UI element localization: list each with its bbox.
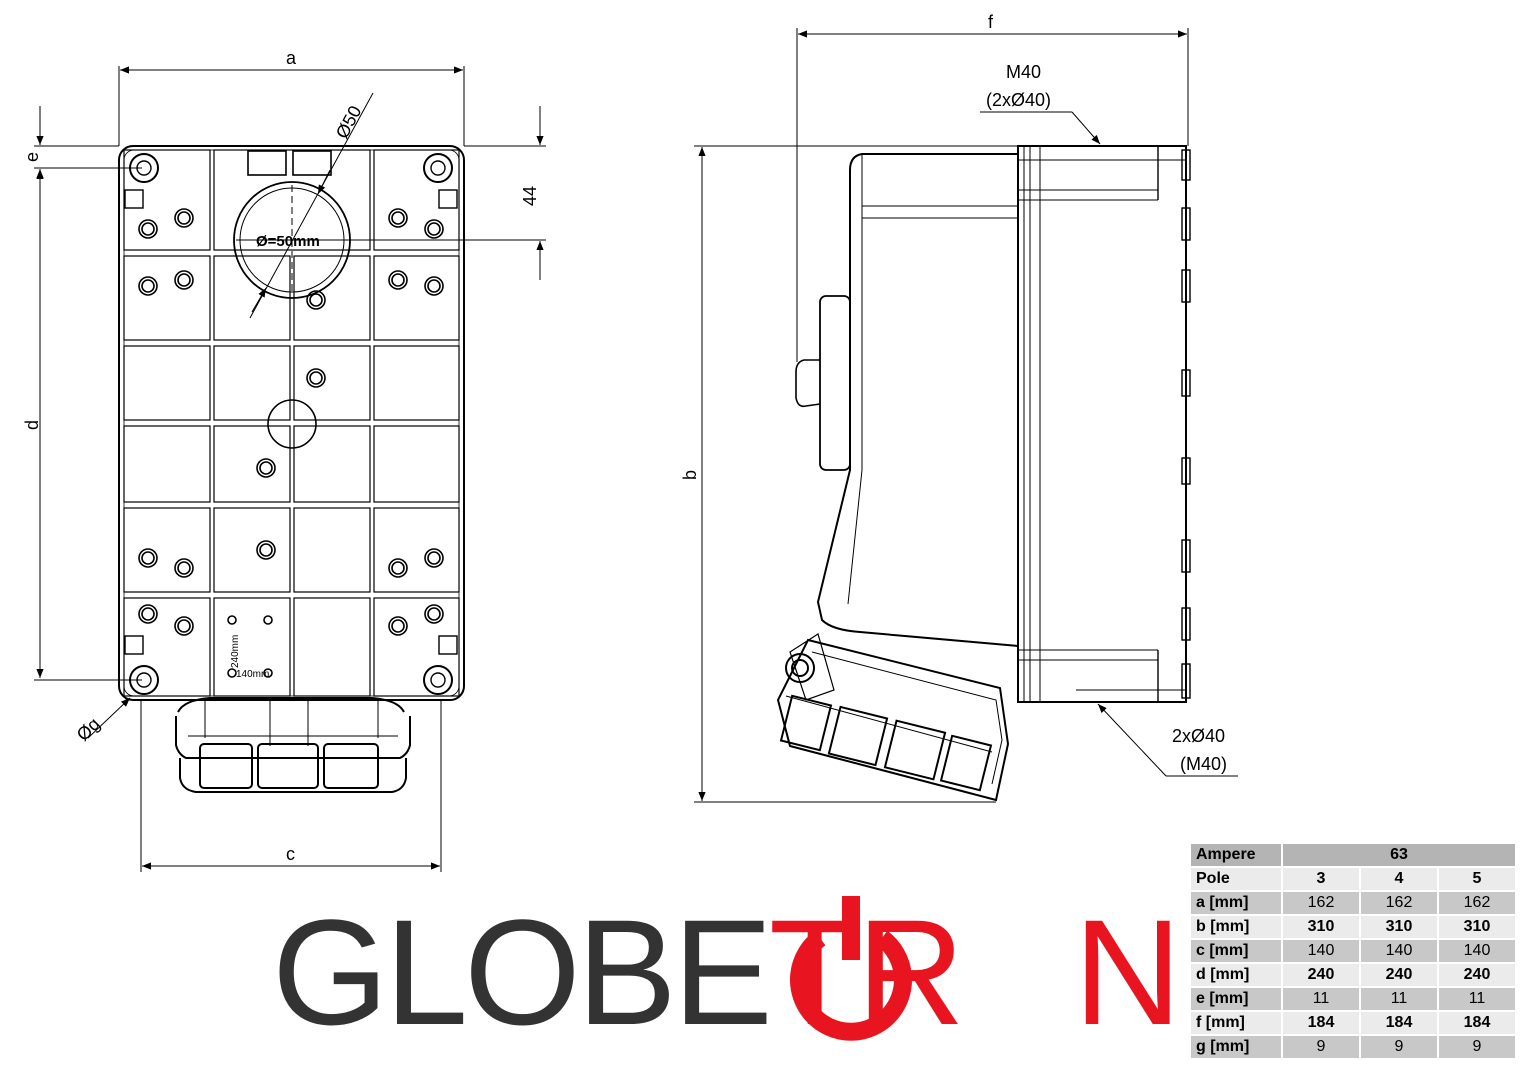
dim-label-d: d: [22, 420, 42, 430]
spec-table: Ampere 63 Pole 3 4 5 a [mm] 162 162 162 …: [1189, 842, 1517, 1060]
mounting-holes: [138, 208, 444, 678]
side-lid: [816, 153, 1019, 647]
table-row-label: e [mm]: [1191, 988, 1281, 1010]
front-plate: [118, 145, 465, 701]
corner-screws: [124, 153, 458, 695]
label-top-gland: M40: [1006, 62, 1041, 82]
table-cell: 310: [1439, 916, 1515, 938]
table-row: f [mm] 184 184 184: [1191, 1012, 1515, 1034]
front-socket: [175, 697, 411, 793]
table-cell: 310: [1283, 916, 1359, 938]
table-row: b [mm] 310 310 310: [1191, 916, 1515, 938]
side-dimensions: [694, 28, 1238, 803]
table-row-label: b [mm]: [1191, 916, 1281, 938]
table-row-label: f [mm]: [1191, 1012, 1281, 1034]
table-header-row: Ampere 63: [1191, 844, 1515, 866]
label-top-gland-sub: (2xØ40): [986, 90, 1051, 110]
label-140mm: 140mm: [236, 669, 269, 680]
side-view: [776, 145, 1191, 802]
front-dimensions: [34, 66, 546, 872]
table-cell: 9: [1283, 1036, 1359, 1058]
table-cell: 162: [1361, 892, 1437, 914]
logo-part-red-n: N: [1074, 888, 1178, 1056]
table-cell: 140: [1283, 940, 1359, 962]
table-cell: 9: [1439, 1036, 1515, 1058]
table-cell: 184: [1361, 1012, 1437, 1034]
dim-label-b: b: [680, 470, 700, 480]
table-pole-3: 3: [1283, 868, 1359, 890]
table-cell: 11: [1361, 988, 1437, 1010]
table-pole-4: 4: [1361, 868, 1437, 890]
table-row-label: d [mm]: [1191, 964, 1281, 986]
front-view: [118, 145, 465, 793]
table-pole-label: Pole: [1191, 868, 1281, 890]
table-cell: 240: [1439, 964, 1515, 986]
dim-label-dia50mm: Ø=50mm: [256, 233, 320, 250]
table-cell: 162: [1283, 892, 1359, 914]
table-cell: 140: [1361, 940, 1437, 962]
side-housing: [1017, 145, 1187, 703]
table-cell: 240: [1283, 964, 1359, 986]
logo-o-placeholder: O: [961, 888, 1074, 1056]
table-cell: 11: [1439, 988, 1515, 1010]
table-row-label: a [mm]: [1191, 892, 1281, 914]
table-header-label: Ampere: [1191, 844, 1281, 866]
table-cell: 11: [1283, 988, 1359, 1010]
dim-label-a: a: [286, 48, 297, 68]
logo-text: GLOBETRON: [272, 888, 1178, 1056]
table-cell: 162: [1439, 892, 1515, 914]
table-cell: 9: [1361, 1036, 1437, 1058]
table-pole-row: Pole 3 4 5: [1191, 868, 1515, 890]
dim-label-c: c: [286, 844, 295, 864]
table-row-label: c [mm]: [1191, 940, 1281, 962]
front-grid: [123, 149, 460, 697]
label-bottom-gland-sub: (M40): [1180, 754, 1227, 774]
dim-label-e: e: [22, 152, 42, 162]
side-socket: [776, 633, 1010, 802]
power-icon: [790, 896, 912, 1041]
table-cell: 184: [1283, 1012, 1359, 1034]
dim-label-dia50: Ø50: [332, 102, 366, 141]
table-row: c [mm] 140 140 140: [1191, 940, 1515, 962]
label-bottom-gland: 2xØ40: [1172, 726, 1225, 746]
table-cell: 310: [1361, 916, 1437, 938]
table-cell: 184: [1439, 1012, 1515, 1034]
table-row: e [mm] 11 11 11: [1191, 988, 1515, 1010]
table-pole-5: 5: [1439, 868, 1515, 890]
table-cell: 240: [1361, 964, 1437, 986]
table-row: g [mm] 9 9 9: [1191, 1036, 1515, 1058]
table-header-value: 63: [1283, 844, 1515, 866]
table-row: a [mm] 162 162 162: [1191, 892, 1515, 914]
dim-label-44: 44: [520, 186, 540, 206]
globetron-logo: GLOBETRON: [272, 888, 1182, 1056]
logo-part-dark: GLOBE: [272, 888, 769, 1056]
dim-label-f: f: [988, 12, 994, 32]
label-240mm: 240mm: [230, 635, 241, 668]
side-knob: [819, 295, 851, 471]
table-cell: 140: [1439, 940, 1515, 962]
dim-label-g: Øg: [73, 714, 104, 745]
table-row: d [mm] 240 240 240: [1191, 964, 1515, 986]
table-row-label: g [mm]: [1191, 1036, 1281, 1058]
